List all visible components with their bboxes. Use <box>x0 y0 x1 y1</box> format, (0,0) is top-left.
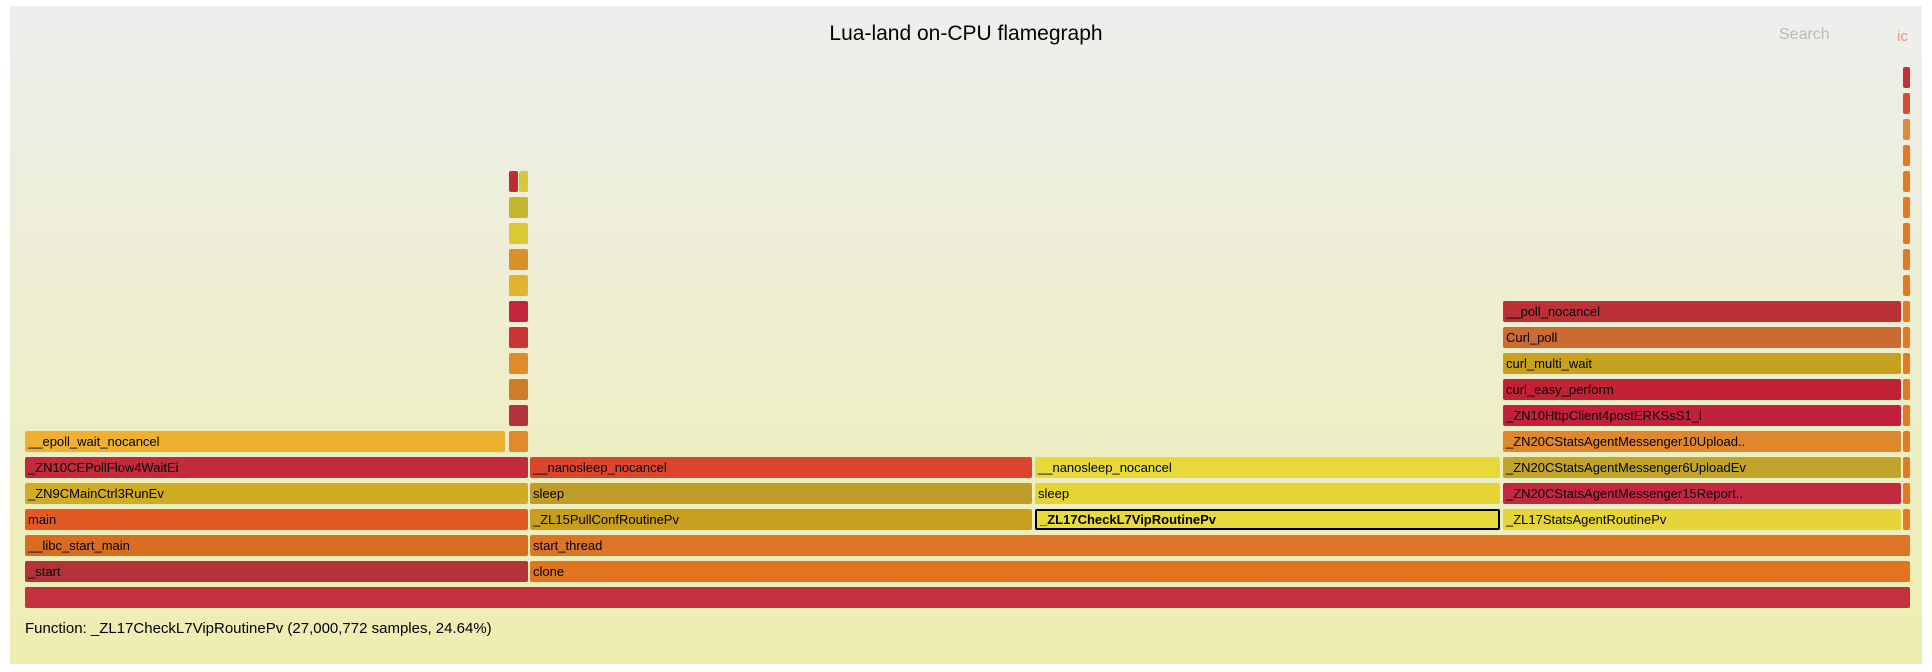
flame-frame[interactable] <box>1903 431 1910 452</box>
search-button[interactable]: Search <box>1779 26 1830 43</box>
flame-frame-label: sleep <box>1038 486 1070 501</box>
flame-frame[interactable] <box>509 353 528 374</box>
flame-frame[interactable] <box>1903 301 1910 322</box>
flame-frame[interactable] <box>25 587 1910 608</box>
corner-text: ic <box>1897 28 1908 45</box>
flame-frame[interactable]: __nanosleep_nocancel <box>530 457 1032 478</box>
flame-frame-label: Curl_poll <box>1506 330 1558 345</box>
flame-frame[interactable]: curl_multi_wait <box>1503 353 1901 374</box>
flame-frame-label: curl_easy_perform <box>1506 382 1614 397</box>
flame-frame[interactable] <box>1903 93 1910 114</box>
flame-frame-label: __poll_nocancel <box>1506 304 1600 319</box>
flame-frame-label: _ZN20CStatsAgentMessenger6UploadEv <box>1506 460 1746 475</box>
flame-frame[interactable] <box>1903 145 1910 166</box>
flame-frame[interactable]: _ZN10CEPollFlow4WaitEi <box>25 457 528 478</box>
flame-frame-label: __libc_start_main <box>28 538 130 553</box>
flame-frame[interactable]: clone <box>530 561 1910 582</box>
flame-frame-label: sleep <box>533 486 565 501</box>
flame-frame-label: __epoll_wait_nocancel <box>28 434 160 449</box>
flame-frame[interactable]: _ZN20CStatsAgentMessenger6UploadEv <box>1503 457 1901 478</box>
flame-frame[interactable] <box>509 379 528 400</box>
flame-frame-label: main <box>28 512 57 527</box>
flame-frame[interactable] <box>509 327 528 348</box>
flame-frame[interactable]: __libc_start_main <box>25 535 528 556</box>
flame-frame[interactable] <box>1903 327 1910 348</box>
flame-frame[interactable]: _ZN20CStatsAgentMessenger10Upload.. <box>1503 431 1901 452</box>
flame-frame[interactable] <box>1903 275 1910 296</box>
flame-frame[interactable] <box>509 275 528 296</box>
flame-frame[interactable]: curl_easy_perform <box>1503 379 1901 400</box>
flame-frame-label: curl_multi_wait <box>1506 356 1592 371</box>
flame-frame[interactable] <box>509 431 528 452</box>
flame-frame[interactable] <box>1903 457 1910 478</box>
flame-frame[interactable]: _ZL17CheckL7VipRoutinePv <box>1035 509 1500 530</box>
flame-frame[interactable] <box>1903 509 1910 530</box>
flame-frame[interactable]: sleep <box>1035 483 1500 504</box>
flame-frame[interactable] <box>509 249 528 270</box>
flame-frame[interactable]: _ZN9CMainCtrl3RunEv <box>25 483 528 504</box>
flame-frame-label: _ZN10CEPollFlow4WaitEi <box>28 460 179 475</box>
flame-frame-label: _ZN9CMainCtrl3RunEv <box>28 486 164 501</box>
flame-frame-label: start_thread <box>533 538 603 553</box>
flame-frame[interactable]: sleep <box>530 483 1032 504</box>
flame-frame-label: __nanosleep_nocancel <box>533 460 667 475</box>
flame-frame[interactable] <box>509 197 528 218</box>
flame-frame[interactable] <box>1903 119 1910 140</box>
flame-frame[interactable]: start_thread <box>530 535 1910 556</box>
page-title: Lua-land on-CPU flamegraph <box>829 22 1103 45</box>
flame-frame[interactable] <box>509 223 528 244</box>
flame-frame[interactable] <box>1903 353 1910 374</box>
flame-frame[interactable]: _ZL15PullConfRoutinePv <box>530 509 1032 530</box>
flame-frame[interactable]: _ZN10HttpClient4postERKSsS1_i <box>1503 405 1901 426</box>
flame-frame[interactable]: __nanosleep_nocancel <box>1035 457 1500 478</box>
flame-frame[interactable] <box>509 301 528 322</box>
flame-frame-label: _ZN20CStatsAgentMessenger15Report.. <box>1506 486 1744 501</box>
flame-frame[interactable] <box>1903 405 1910 426</box>
flame-frame[interactable]: _start <box>25 561 528 582</box>
flame-frame-label: _ZL17CheckL7VipRoutinePv <box>1040 512 1217 527</box>
flame-frame-label: _ZL15PullConfRoutinePv <box>533 512 679 527</box>
flame-frame[interactable] <box>1903 197 1910 218</box>
flame-frame[interactable]: main <box>25 509 528 530</box>
flame-frame[interactable]: Curl_poll <box>1503 327 1901 348</box>
flame-frame[interactable] <box>509 405 528 426</box>
flame-frame-label: _ZN20CStatsAgentMessenger10Upload.. <box>1506 434 1746 449</box>
flame-frame-label: _ZN10HttpClient4postERKSsS1_i <box>1506 408 1702 423</box>
flame-frame[interactable] <box>1903 483 1910 504</box>
flame-frame-label: _start <box>28 564 61 579</box>
function-details: Function: _ZL17CheckL7VipRoutinePv (27,0… <box>25 620 492 637</box>
flame-frame[interactable] <box>1903 67 1910 88</box>
flame-frame[interactable] <box>1903 379 1910 400</box>
flame-frame[interactable] <box>1903 249 1910 270</box>
flame-frame[interactable] <box>509 171 518 192</box>
flame-frame[interactable]: _ZN20CStatsAgentMessenger15Report.. <box>1503 483 1901 504</box>
flame-frame[interactable] <box>519 171 528 192</box>
flame-frame[interactable]: __poll_nocancel <box>1503 301 1901 322</box>
flame-frame[interactable] <box>1903 171 1910 192</box>
flame-frame[interactable]: _ZL17StatsAgentRoutinePv <box>1503 509 1901 530</box>
flame-frame-label: clone <box>533 564 565 579</box>
flame-frame-label: _ZL17StatsAgentRoutinePv <box>1506 512 1667 527</box>
flame-frame-label: __nanosleep_nocancel <box>1038 460 1172 475</box>
flame-frame[interactable]: __epoll_wait_nocancel <box>25 431 505 452</box>
flame-frame[interactable] <box>1903 223 1910 244</box>
